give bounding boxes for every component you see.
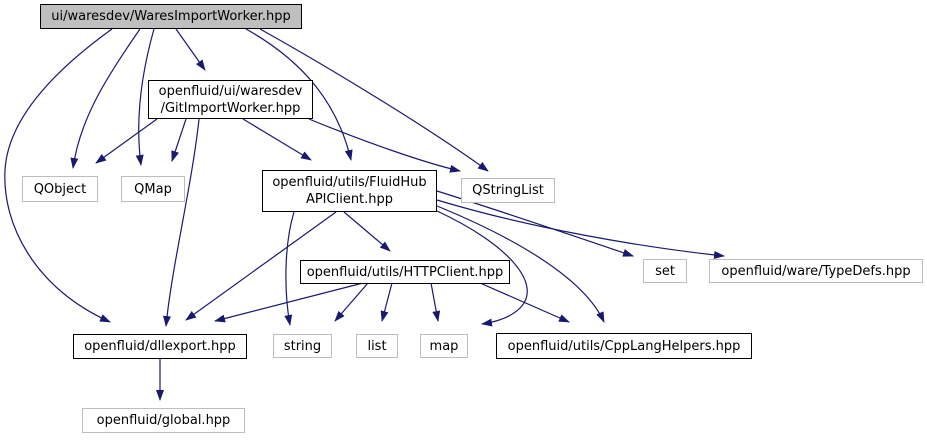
edge-gitimportworker-to-qobject	[95, 118, 158, 164]
node-qobject: QObject	[22, 176, 98, 202]
node-dllexport[interactable]: openfluid/dllexport.hpp	[73, 334, 247, 359]
edge-gitimportworker-to-fluidhubapiclient	[242, 118, 312, 161]
node-typedefs: openfluid/ware/TypeDefs.hpp	[709, 259, 923, 283]
edge-waresimportworker-to-qobject	[70, 28, 141, 169]
node-label-line: list	[367, 338, 387, 354]
edge-group	[4, 28, 725, 401]
node-list: list	[356, 334, 398, 358]
edge-fluidhubapiclient-to-httpclient	[343, 211, 391, 252]
edge-waresimportworker-to-fluidhubapiclient	[245, 28, 353, 161]
node-label-line: openfluid/ui/waresdev	[158, 83, 303, 99]
node-string: string	[273, 334, 332, 358]
edge-httpclient-to-dllexport	[214, 282, 364, 323]
edge-fluidhubapiclient-to-typedefs	[436, 199, 725, 259]
node-label-line: APIClient.hpp	[305, 192, 394, 207]
edge-waresimportworker-to-gitimportworker	[175, 28, 206, 71]
node-map: map	[420, 334, 468, 358]
edge-gitimportworker-to-qmap	[171, 118, 187, 162]
edge-httpclient-to-string	[334, 282, 369, 322]
node-httpclient[interactable]: openfluid/utils/HTTPClient.hpp	[300, 260, 510, 284]
node-label-line: QObject	[33, 181, 87, 197]
node-gitimportworker[interactable]: openfluid/ui/waresdev/GitImportWorker.hp…	[148, 80, 313, 119]
node-label-line: openfluid/dllexport.hpp	[84, 339, 236, 354]
edge-fluidhubapiclient-to-string	[284, 211, 295, 326]
edge-httpclient-to-cpplanghelpers	[479, 282, 570, 323]
node-label-line: QMap	[134, 181, 172, 197]
node-label-line: openfluid/utils/HTTPClient.hpp	[306, 264, 504, 280]
node-label-line: set	[655, 263, 675, 279]
edge-httpclient-to-map	[430, 282, 441, 322]
node-label-line: QStringList	[472, 183, 544, 198]
node-label-line: openfluid/global.hpp	[96, 413, 231, 428]
edge-gitimportworker-to-dllexport	[163, 118, 200, 327]
node-qmap: QMap	[121, 176, 185, 202]
node-cpplanghelpers[interactable]: openfluid/utils/CppLangHelpers.hpp	[496, 333, 752, 359]
node-set: set	[643, 259, 687, 283]
node-label-line: openfluid/utils/FluidHub	[272, 175, 427, 190]
node-global: openfluid/global.hpp	[82, 408, 245, 433]
node-waresimportworker: ui/waresdev/WaresImportWorker.hpp	[40, 4, 302, 29]
edge-fluidhubapiclient-to-cpplanghelpers	[436, 205, 605, 323]
node-label-line: map	[429, 338, 459, 354]
node-label-line: openfluid/utils/CppLangHelpers.hpp	[507, 338, 741, 354]
node-label-line: string	[283, 338, 322, 354]
node-qstringlist: QStringList	[461, 178, 555, 203]
edge-gitimportworker-to-qstringlist	[308, 118, 461, 173]
edge-waresimportworker-to-dllexport	[4, 28, 113, 323]
edge-httpclient-to-list	[380, 282, 393, 322]
edge-fluidhubapiclient-to-dllexport	[185, 211, 337, 321]
edge-waresimportworker-to-qmap	[135, 28, 155, 166]
node-label-line: ui/waresdev/WaresImportWorker.hpp	[51, 9, 291, 24]
node-label-line: /GitImportWorker.hpp	[160, 100, 301, 116]
edge-waresimportworker-to-qstringlist	[259, 28, 489, 172]
node-label-line: openfluid/ware/TypeDefs.hpp	[721, 263, 911, 279]
edge-fluidhubapiclient-to-map	[436, 210, 528, 327]
